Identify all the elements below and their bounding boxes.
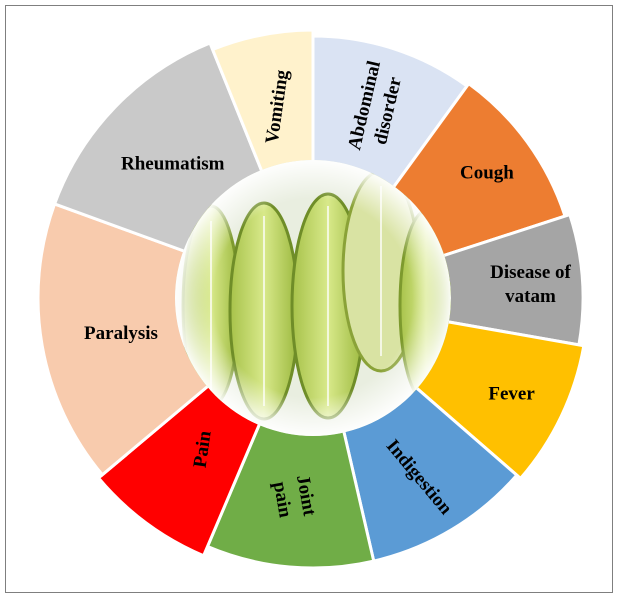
segment-label-fever: Fever xyxy=(488,384,535,405)
segment-label-paralysis: Paralysis xyxy=(84,323,158,344)
segment-label-line: vatam xyxy=(505,286,556,307)
segment-label-rheumatism: Rheumatism xyxy=(121,154,225,175)
segment-label-line: Cough xyxy=(460,163,514,184)
segment-label-line: Disease of xyxy=(490,262,571,283)
segment-label-line: Fever xyxy=(488,384,535,405)
segment-label-cough: Cough xyxy=(460,163,514,184)
segment-label-line: Rheumatism xyxy=(121,154,225,175)
segment-label-line: Paralysis xyxy=(84,323,158,344)
